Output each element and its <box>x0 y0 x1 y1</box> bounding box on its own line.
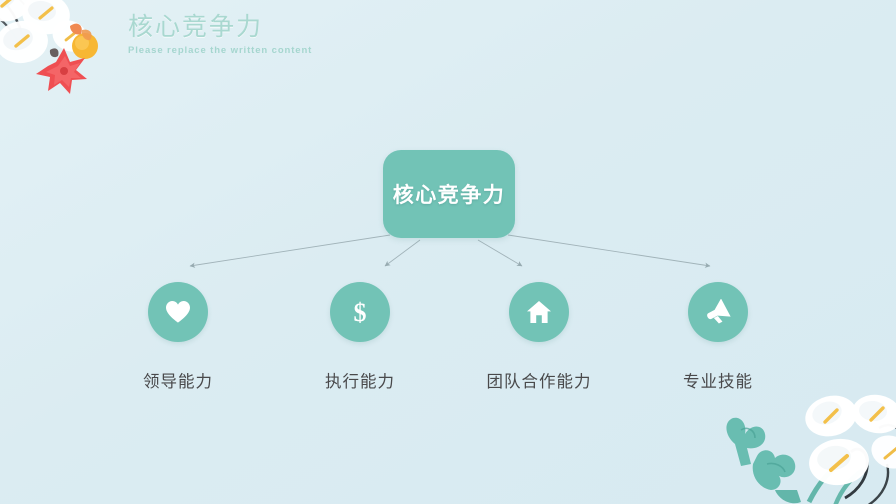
heart-icon <box>165 300 191 324</box>
center-node-label: 核心竞争力 <box>392 184 506 207</box>
branch-icon-circle[interactable]: $ <box>330 282 390 342</box>
branch-icon-circle[interactable] <box>509 282 569 342</box>
branch-label: 团队合作能力 <box>486 373 592 391</box>
header: 核心竞争力 Please replace the written content <box>128 12 548 56</box>
branch-icon-circle[interactable] <box>148 282 208 342</box>
connector-line-4 <box>507 234 711 268</box>
branch-execution[interactable]: $ 执行能力 <box>285 282 435 392</box>
branch-teamwork[interactable]: 团队合作能力 <box>464 282 614 392</box>
branch-label: 专业技能 <box>683 373 753 391</box>
page-title: 核心竞争力 <box>128 13 264 41</box>
branch-icon-circle[interactable] <box>688 282 748 342</box>
dollar-icon: $ <box>348 298 372 326</box>
connector-line-3 <box>477 239 523 267</box>
branch-professional-skills[interactable]: 专业技能 <box>643 282 793 392</box>
center-node[interactable]: 核心竞争力 <box>383 150 515 238</box>
connector-line-1 <box>189 234 391 268</box>
connector-line-2 <box>384 239 421 267</box>
branch-label: 执行能力 <box>325 373 395 391</box>
megaphone-icon <box>705 299 731 325</box>
branch-leadership[interactable]: 领导能力 <box>103 282 253 392</box>
branch-label: 领导能力 <box>143 373 213 391</box>
svg-text:$: $ <box>354 298 367 326</box>
page-subtitle: Please replace the written content <box>128 45 313 56</box>
home-icon <box>526 299 552 325</box>
